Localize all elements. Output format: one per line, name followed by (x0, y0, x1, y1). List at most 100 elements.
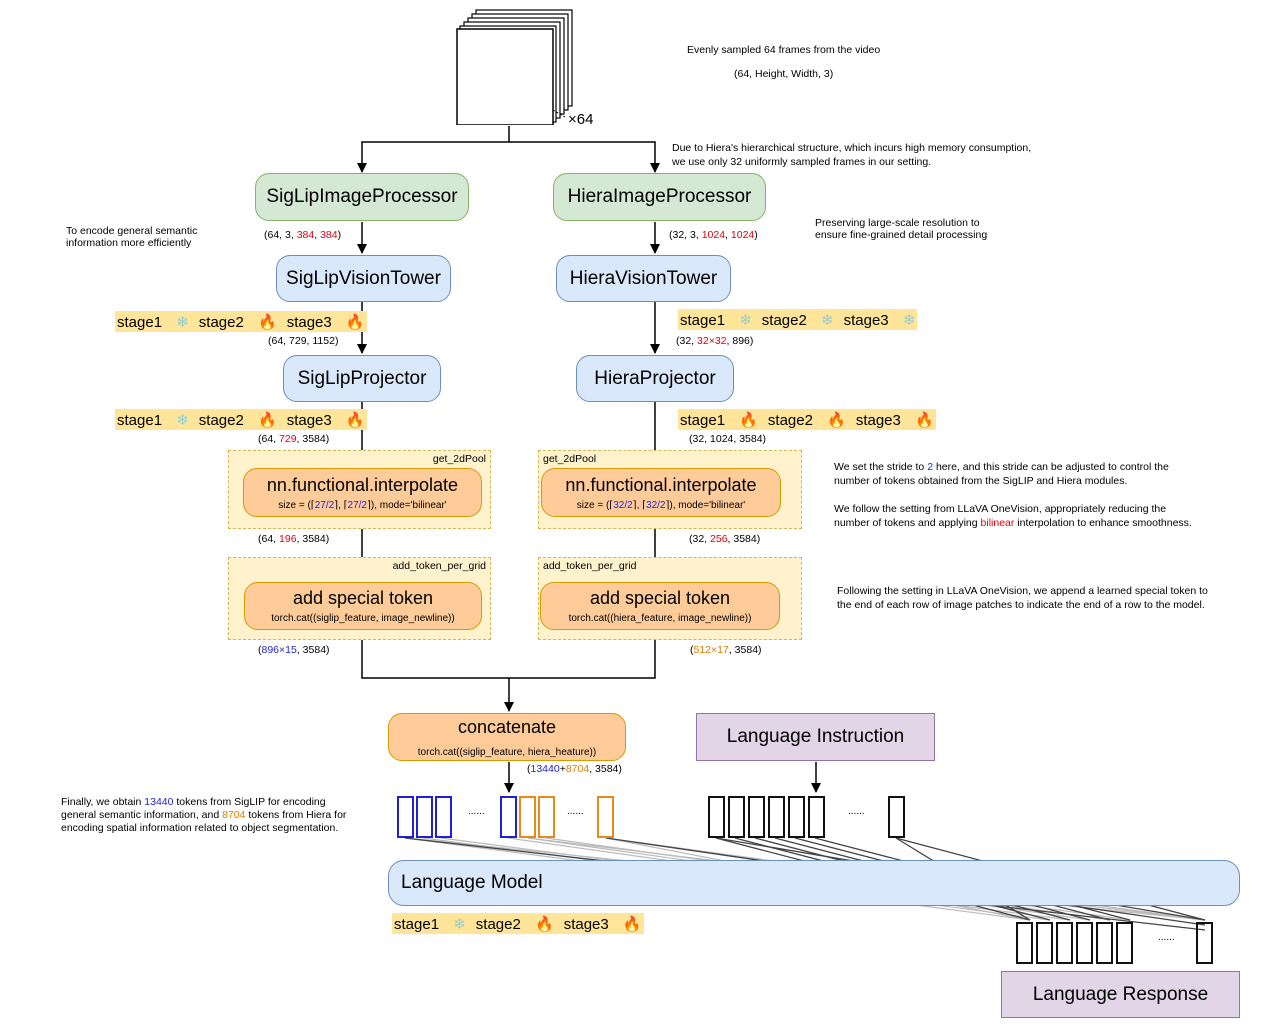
response-token (1076, 922, 1093, 964)
stage2-label: stage2 🔥 (198, 313, 277, 331)
hiera-vision-tower: HieraVisionTower (556, 255, 731, 302)
follow-note-line2: number of tokens and applying bilinear i… (834, 517, 1192, 529)
siglip-tower-stages: stage1 ❄ stage2 🔥 stage3 🔥 (115, 311, 367, 332)
final-note-line2: general semantic information, and 8704 t… (61, 809, 347, 821)
siglip-token (416, 796, 433, 838)
siglip-image-processor: SigLipImageProcessor (255, 173, 469, 221)
hiera-projector: HieraProjector (576, 355, 734, 402)
fire-icon: 🔥 (739, 411, 758, 429)
frozen-icon: ❄ (902, 311, 916, 329)
special-token-note-line2: the end of each row of image patches to … (837, 599, 1205, 611)
hiera-special-token-sub: torch.cat((hiera_feature, image_newline)… (568, 613, 752, 624)
video-frames-icon (456, 9, 573, 125)
resolution-note-line2: ensure fine-grained detail processing (815, 229, 988, 241)
siglip-vision-tower-label: SigLipVisionTower (286, 267, 441, 289)
special-token-note-line1: Following the setting in LLaVA OneVision… (837, 585, 1208, 597)
siglip-interpolate-shape: (64, 196, 3584) (258, 533, 330, 545)
fire-icon: 🔥 (827, 411, 846, 429)
siglip-projector: SigLipProjector (283, 355, 441, 402)
hiera-interpolate-title: nn.functional.interpolate (565, 474, 757, 495)
special-token-note: Following the setting in LLaVA OneVision… (837, 584, 1208, 612)
hiera-tower-stages: stage1 ❄ stage2 ❄ stage3 ❄ (678, 309, 918, 330)
encode-note-line2: information more efficiently (66, 237, 192, 249)
hiera-image-processor: HieraImageProcessor (553, 173, 766, 221)
encode-note-line1: To encode general semantic (66, 225, 198, 237)
hiera-frames-note: Due to Hiera's hierarchical structure, w… (672, 141, 1031, 169)
stage2-label: stage2 🔥 (475, 915, 554, 933)
frames-note-line2: (64, Height, Width, 3) (733, 68, 834, 80)
text-token (768, 796, 785, 838)
response-token (1036, 922, 1053, 964)
frozen-icon: ❄ (821, 311, 834, 329)
language-instruction-label: Language Instruction (726, 726, 905, 747)
follow-note-line1: We follow the setting from LLaVA OneVisi… (834, 503, 1167, 515)
hiera-frames-note-line2: we use only 32 uniformly sampled frames … (672, 156, 932, 168)
response-token (1196, 922, 1213, 964)
hiera-interpolate-shape: (32, 256, 3584) (689, 533, 761, 545)
siglip-interpolate: nn.functional.interpolate size = (⌈27/2⌉… (243, 468, 482, 517)
final-note-line3: encoding spatial information related to … (61, 822, 339, 834)
siglip-vision-tower: SigLipVisionTower (276, 255, 451, 302)
frozen-icon: ❄ (453, 915, 466, 933)
hiera-token (597, 796, 614, 838)
text-token (888, 796, 905, 838)
fire-icon: 🔥 (345, 313, 365, 331)
encode-note: To encode general semantic information m… (66, 225, 197, 249)
resolution-note: Preserving large-scale resolution to ens… (815, 217, 987, 241)
language-model: Language Model (388, 860, 1240, 906)
hiera-projector-shape: (32, 1024, 3584) (689, 433, 767, 445)
hiera-projector-stages: stage1 🔥 stage2 🔥 stage3 🔥 (678, 409, 936, 430)
stage2-label: stage2 🔥 (198, 411, 277, 429)
siglip-interpolate-sub: size = (⌈27/2⌉, ⌈27/2⌉), mode='bilinear' (278, 499, 447, 511)
hiera-projector-label: HieraProjector (594, 367, 716, 389)
hiera-special-token: add special token torch.cat((hiera_featu… (540, 582, 780, 630)
stage1-label: stage1 ❄ (394, 915, 466, 933)
final-note-line1: Finally, we obtain 13440 tokens from Sig… (61, 796, 326, 808)
siglip-image-processor-label: SigLipImageProcessor (266, 186, 458, 207)
siglip-processor-shape: (64, 3, 384, 384) (264, 229, 342, 241)
siglip-interpolate-title: nn.functional.interpolate (266, 474, 459, 495)
stage3-label: stage3 🔥 (286, 313, 365, 331)
fire-icon: 🔥 (345, 411, 365, 429)
fire-icon: 🔥 (258, 313, 277, 331)
stride-note-line1: We set the stride to 2 here, and this st… (834, 461, 1169, 473)
fire-icon: 🔥 (258, 411, 277, 429)
hiera-frames-note-line1: Due to Hiera's hierarchical structure, w… (672, 142, 1032, 154)
hiera-token (519, 796, 536, 838)
hiera-special-shape: (512×17, 3584) (690, 644, 762, 656)
final-note: Finally, we obtain 13440 tokens from Sig… (61, 796, 346, 835)
frame-count-label: ×64 (568, 111, 594, 128)
text-token (728, 796, 745, 838)
stage2-label: stage2 🔥 (767, 411, 846, 429)
hiera-processor-shape: (32, 3, 1024, 1024) (669, 229, 758, 241)
siglip-projector-label: SigLipProjector (297, 367, 427, 389)
stride-note: We set the stride to 2 here, and this st… (834, 460, 1192, 530)
siglip-special-token-sub: torch.cat((siglip_feature, image_newline… (271, 613, 455, 624)
stage3-label: stage3 🔥 (855, 411, 934, 429)
siglip-special-shape: (896×15, 3584) (258, 644, 330, 656)
resolution-note-line1: Preserving large-scale resolution to (815, 217, 980, 229)
stride-note-line2: number of tokens obtained from the SigLI… (834, 475, 1128, 487)
siglip-token (435, 796, 452, 838)
stage3-label: stage3 ❄ (843, 311, 916, 329)
frames-note-line1: Evenly sampled 64 frames from the video (687, 44, 881, 56)
stage3-label: stage3 🔥 (286, 411, 365, 429)
hiera-grid-label: add_token_per_grid (543, 560, 637, 572)
siglip-special-token-title: add special token (292, 588, 434, 608)
siglip-token (500, 796, 517, 838)
fire-icon: 🔥 (535, 915, 554, 933)
siglip-pool-label: get_2dPool (432, 453, 486, 465)
hiera-pool-label: get_2dPool (543, 453, 597, 465)
stage1-label: stage1 🔥 (680, 411, 758, 429)
response-token (1016, 922, 1033, 964)
frozen-icon: ❄ (739, 311, 752, 329)
language-response-label: Language Response (1032, 983, 1209, 1005)
token-ellipsis: ...... (848, 806, 865, 817)
stage1-label: stage1 ❄ (117, 411, 189, 429)
text-token (788, 796, 805, 838)
text-token (808, 796, 825, 838)
siglip-tower-shape: (64, 729, 1152) (268, 335, 339, 347)
fire-icon: 🔥 (915, 411, 934, 429)
siglip-token (397, 796, 414, 838)
concatenate-title: concatenate (457, 717, 557, 737)
